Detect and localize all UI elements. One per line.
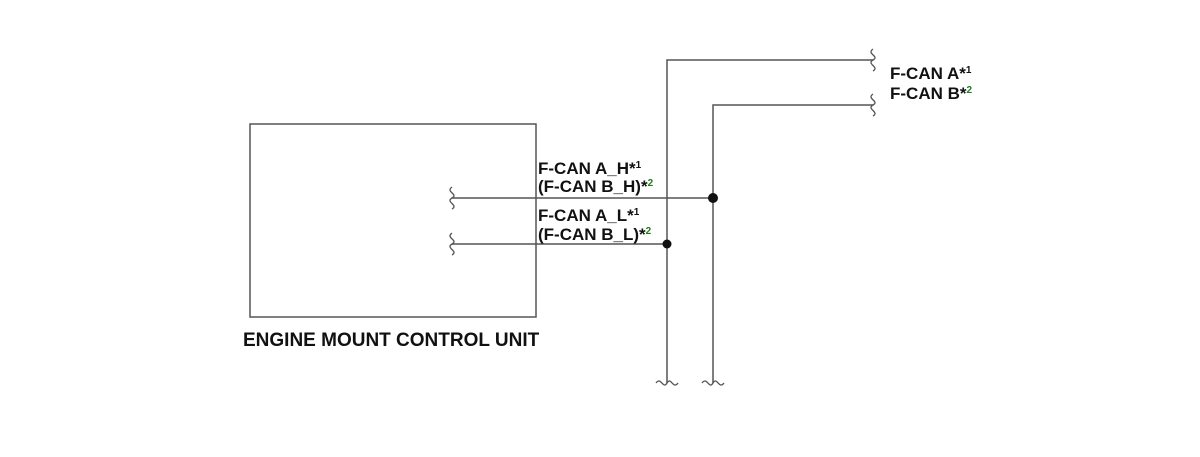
junction-node-low bbox=[662, 239, 672, 249]
bus-a-label: F-CAN A*1 bbox=[890, 64, 972, 83]
high-line-name: F-CAN A_H bbox=[538, 159, 629, 178]
bus-b-label: F-CAN B*2 bbox=[890, 84, 973, 103]
note-mark-1: * bbox=[629, 159, 636, 178]
control-unit-label: ENGINE MOUNT CONTROL UNIT bbox=[243, 330, 540, 351]
note-sup-1: 1 bbox=[634, 207, 640, 218]
high-line-alt-name: (F-CAN B_H) bbox=[538, 177, 641, 196]
break-mark-f-can-a-bottom bbox=[655, 380, 679, 386]
bus-a-name: F-CAN A bbox=[890, 64, 959, 83]
low-line-label: F-CAN A_L*1 bbox=[538, 206, 640, 225]
break-mark-low-left bbox=[449, 232, 455, 256]
junction-node-high bbox=[708, 193, 718, 203]
wire-f-can-b-vertical bbox=[712, 104, 873, 383]
high-line-alt-label: (F-CAN B_H)*2 bbox=[538, 177, 654, 196]
note-mark-2: * bbox=[960, 84, 967, 103]
low-line-alt-name: (F-CAN B_L) bbox=[538, 225, 639, 244]
bus-b-name: F-CAN B bbox=[890, 84, 960, 103]
note-sup-2: 2 bbox=[648, 178, 654, 189]
break-mark-f-can-a-right bbox=[870, 48, 876, 72]
note-mark-1: * bbox=[959, 64, 966, 83]
break-mark-f-can-b-right bbox=[870, 93, 876, 117]
note-mark-2: * bbox=[641, 177, 648, 196]
note-sup-2: 2 bbox=[967, 85, 973, 96]
high-line-label: F-CAN A_H*1 bbox=[538, 159, 642, 178]
note-sup-2: 2 bbox=[646, 226, 652, 237]
control-unit-box bbox=[249, 123, 537, 318]
low-line-alt-label: (F-CAN B_L)*2 bbox=[538, 225, 652, 244]
note-sup-1: 1 bbox=[636, 160, 642, 171]
break-mark-high-left bbox=[449, 186, 455, 210]
break-mark-f-can-b-bottom bbox=[701, 380, 725, 386]
low-line-name: F-CAN A_L bbox=[538, 206, 627, 225]
note-mark-1: * bbox=[627, 206, 634, 225]
note-mark-2: * bbox=[639, 225, 646, 244]
note-sup-1: 1 bbox=[966, 65, 972, 76]
wire-f-can-a-vertical bbox=[666, 59, 873, 383]
